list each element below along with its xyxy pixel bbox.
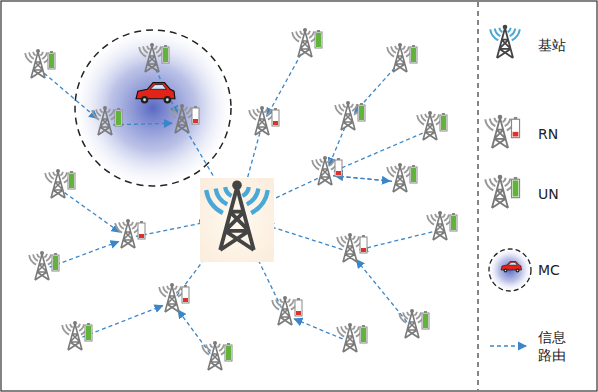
un-node-icon (417, 111, 447, 140)
rn-node-icon (159, 283, 189, 312)
base-station-icon (490, 25, 520, 58)
rn-node-icon (312, 156, 342, 185)
legend-label: 基站 (538, 36, 588, 54)
legend-label: UN (538, 185, 588, 203)
un-node-icon (202, 341, 232, 370)
mc-car-icon (136, 83, 175, 104)
routing-arrow (267, 54, 301, 116)
rn-node-icon (272, 296, 302, 325)
mc-car-icon (501, 262, 522, 273)
un-node-icon (427, 211, 457, 240)
routing-arrow (294, 319, 342, 339)
legend-label: MC (538, 261, 588, 279)
routing-arrow (65, 193, 120, 233)
un-node-icon (139, 43, 169, 72)
un-node-icon (387, 163, 417, 192)
un-node-icon (29, 251, 59, 280)
rn-node-icon (249, 106, 279, 135)
route-sample (490, 345, 526, 346)
divider (477, 2, 478, 390)
mc-range (75, 30, 231, 186)
legend-label: RN (538, 125, 588, 143)
un-node-icon (25, 49, 55, 78)
un-node-icon (485, 175, 519, 208)
routing-arrow (334, 133, 422, 171)
mc-sample (489, 249, 531, 291)
base-station-icon (206, 180, 268, 250)
routing-arrow (49, 241, 118, 267)
routing-arrow (360, 232, 433, 250)
un-node-icon (292, 28, 322, 57)
routing-arrow (178, 310, 210, 354)
routing-arrow (82, 306, 162, 337)
routing-arrow (44, 73, 97, 118)
routing-arrow (136, 222, 208, 236)
legend-label: 信息 路由 (538, 328, 570, 364)
rn-node-icon (485, 115, 519, 148)
base-station-ground (200, 178, 274, 262)
un-node-icon (62, 321, 92, 350)
un-node-icon (335, 101, 365, 130)
rn-node-icon (115, 219, 145, 248)
un-node-icon (92, 106, 122, 135)
un-node-icon (45, 169, 75, 198)
rn-node-icon (169, 104, 199, 133)
routing-arrow (356, 260, 407, 322)
un-node-icon (337, 323, 367, 352)
un-node-icon (399, 309, 429, 338)
un-node-icon (387, 43, 417, 72)
rn-node-icon (337, 233, 367, 262)
routing-arrow (266, 225, 343, 249)
routing-arrow (333, 176, 390, 181)
